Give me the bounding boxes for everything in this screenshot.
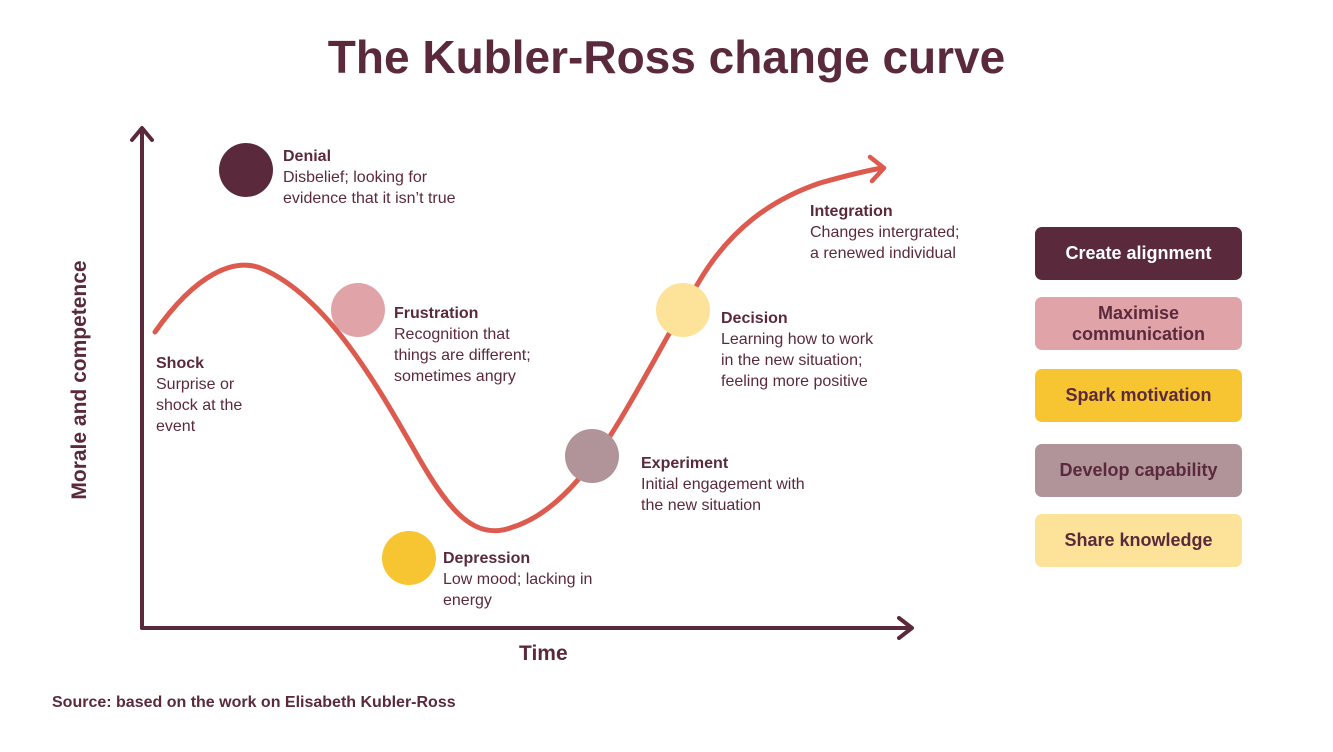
- stage-description: Changes intergrated; a renewed individua…: [810, 224, 960, 262]
- stage-name: Denial: [283, 148, 332, 165]
- stage-name: Frustration: [394, 305, 479, 322]
- stage-name: Integration: [810, 203, 893, 220]
- stage-marker-decision: [656, 283, 710, 337]
- stage-marker-depression: [382, 531, 436, 585]
- stage-name: Shock: [156, 355, 205, 372]
- stage-integration: Integration Changes intergrated; a renew…: [810, 201, 959, 264]
- maximise-communication-button[interactable]: Maximise communication: [1035, 297, 1242, 350]
- stage-description: Initial engagement with the new situatio…: [641, 476, 805, 514]
- stage-name: Depression: [443, 550, 531, 567]
- develop-capability-button[interactable]: Develop capability: [1035, 444, 1242, 497]
- stage-marker-experiment: [565, 429, 619, 483]
- stage-shock: Shock Surprise or shock at the event: [156, 353, 242, 437]
- x-axis-arrowhead: [897, 616, 914, 640]
- curve-arrowhead: [867, 154, 887, 184]
- stage-marker-frustration: [331, 283, 385, 337]
- source-note: Source: based on the work on Elisabeth K…: [52, 694, 456, 711]
- x-axis-label: Time: [519, 642, 568, 665]
- stage-marker-denial: [219, 143, 273, 197]
- stage-decision: Decision Learning how to work in the new…: [721, 308, 873, 392]
- change-curve-line: [152, 165, 885, 534]
- y-axis-label: Morale and competence: [68, 260, 91, 500]
- stage-experiment: Experiment Initial engagement with the n…: [641, 453, 805, 516]
- stage-description: Learning how to work in the new situatio…: [721, 331, 874, 390]
- stage-name: Experiment: [641, 455, 729, 472]
- page-title: The Kubler-Ross change curve: [327, 31, 1006, 83]
- stage-denial: Denial Disbelief; looking for evidence t…: [283, 146, 456, 209]
- stage-description: Disbelief; looking for evidence that it …: [283, 169, 456, 207]
- axes: [130, 126, 914, 640]
- stage-description: Surprise or shock at the event: [156, 376, 243, 435]
- y-axis-arrowhead: [130, 126, 154, 142]
- stage-depression: Depression Low mood; lacking in energy: [443, 548, 592, 611]
- create-alignment-button[interactable]: Create alignment: [1035, 227, 1242, 280]
- stage-description: Low mood; lacking in energy: [443, 571, 593, 609]
- stage-description: Recognition that things are different; s…: [394, 326, 531, 385]
- stage-frustration: Frustration Recognition that things are …: [394, 303, 531, 387]
- spark-motivation-button[interactable]: Spark motivation: [1035, 369, 1242, 422]
- share-knowledge-button[interactable]: Share knowledge: [1035, 514, 1242, 567]
- stage-name: Decision: [721, 310, 788, 327]
